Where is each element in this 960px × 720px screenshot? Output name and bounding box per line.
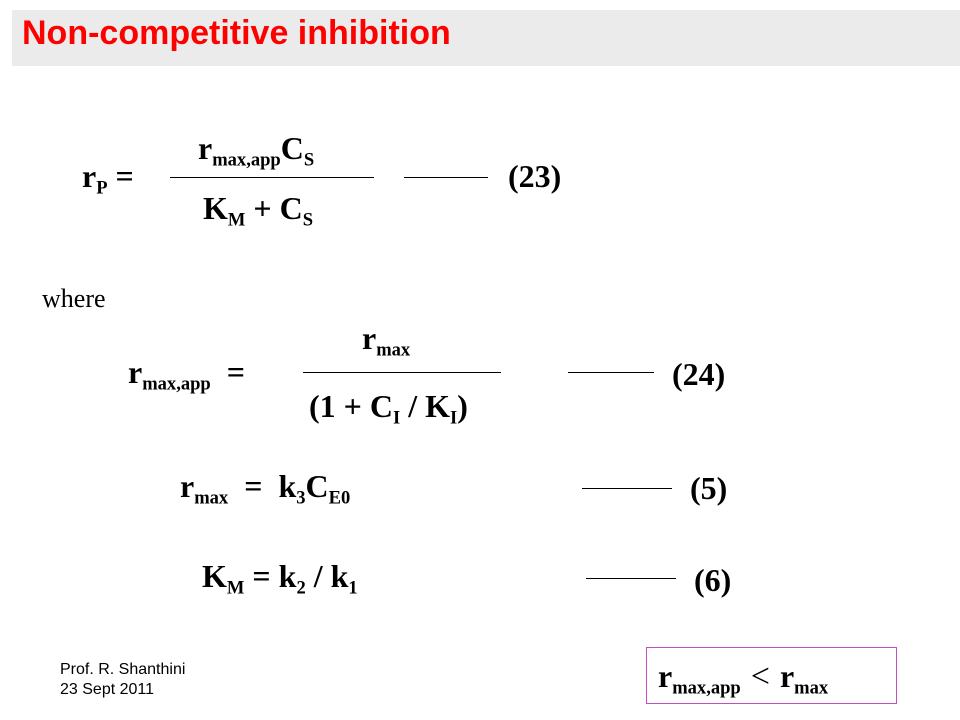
eq23-denominator: KM + CS xyxy=(203,190,314,231)
eq5-number: (5) xyxy=(690,470,728,506)
eq24-numerator: rmax xyxy=(362,320,411,361)
eq23-leader-line xyxy=(404,177,488,178)
eq6-leader-line xyxy=(586,578,676,579)
eq24-fraction-bar xyxy=(303,372,501,373)
footer-date: 23 Sept 2011 xyxy=(60,681,155,698)
eq6-number: (6) xyxy=(694,562,732,598)
eq23-fraction-bar xyxy=(170,177,374,178)
eq23-numerator: rmax,appCS xyxy=(198,130,315,171)
slide-title: Non-competitive inhibition xyxy=(22,14,451,52)
eq6-expression: KM = k2 / k1 xyxy=(202,558,358,599)
eq24-number: (24) xyxy=(672,356,726,392)
comparison-expression: rmax,app<rmax xyxy=(658,658,829,699)
eq24-leader-line xyxy=(568,372,654,373)
eq5-expression: rmax = k3CE0 xyxy=(180,468,351,509)
eq5-leader-line xyxy=(582,488,672,489)
eq24-lhs: rmax,app = xyxy=(128,354,245,395)
where-text: where xyxy=(42,284,106,313)
footer-credit: Prof. R. Shanthini 23 Sept 2011 xyxy=(60,660,185,700)
title-bar xyxy=(12,10,960,66)
eq24-denominator: (1 + CI / KI) xyxy=(309,388,468,429)
eq23-number: (23) xyxy=(508,158,562,194)
comparison-box xyxy=(646,647,897,704)
eq23-lhs: rP = xyxy=(82,158,134,199)
footer-author: Prof. R. Shanthini xyxy=(60,661,186,678)
